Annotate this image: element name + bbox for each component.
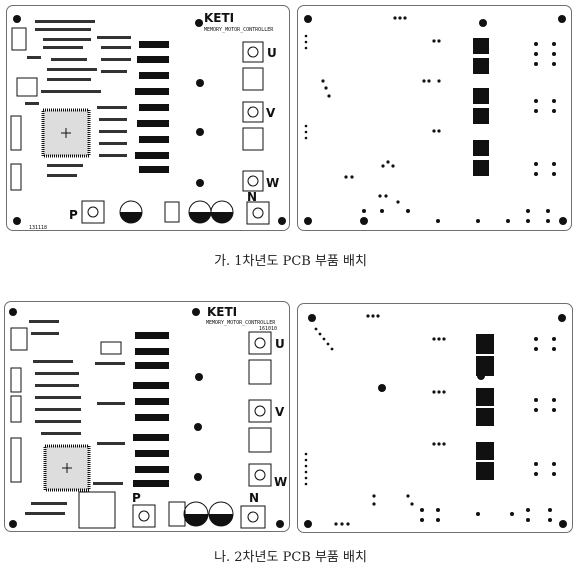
terminal-n-hole [252, 207, 264, 219]
connector-footprint [10, 395, 22, 423]
pcb2-bottom-layer [297, 303, 573, 533]
mounting-hole [196, 79, 204, 87]
revision-code: 131118 [29, 225, 47, 231]
phase-v-label: V [266, 106, 276, 120]
mounting-hole [278, 217, 286, 225]
passive-components [25, 20, 131, 177]
keti-logo: KETI [204, 11, 234, 25]
mounting-hole [196, 179, 204, 187]
connector-footprint [10, 115, 22, 151]
figure2-caption: 나. 2차년도 PCB 부품 배치 [214, 550, 367, 565]
fuse-footprint [164, 201, 180, 223]
pcb1-top-layer: KETI MEMORY_MOTOR_CONTROLLER U V W P N 1… [6, 5, 290, 231]
terminal-p-label: P [132, 491, 141, 505]
connector-footprint [11, 27, 27, 51]
mounting-hole [196, 128, 204, 136]
pcb1-bottom-layer [297, 5, 572, 231]
power-transistor-pads [476, 334, 494, 480]
dc-link-capacitors [119, 200, 234, 224]
revision-code: 161010 [259, 326, 277, 332]
mounting-hole [9, 308, 284, 528]
component-footprint [16, 77, 38, 97]
phase-terminals [248, 331, 272, 487]
terminal-p-hole [87, 206, 99, 218]
power-transistor-pads [473, 38, 489, 176]
phase-w-label: W [274, 475, 287, 489]
passive-components [25, 320, 125, 529]
connector-footprint [10, 367, 22, 393]
through-hole-pads [304, 16, 556, 223]
dc-link-capacitors [183, 501, 234, 527]
pcb2-top-artwork: KETI MEMORY_MOTOR_CONTROLLER 161010 U V … [9, 305, 287, 529]
phase-terminals [242, 41, 264, 192]
terminal-n-hole [247, 511, 259, 523]
terminal-n-footprint [246, 201, 270, 225]
terminal-n-label: N [249, 491, 259, 505]
fuse-footprint [168, 501, 186, 527]
terminal-n-footprint [240, 505, 266, 529]
mounting-hole [304, 314, 567, 528]
terminal-n-label: N [247, 190, 257, 204]
mounting-hole [13, 15, 21, 23]
figure1-caption: 가. 1차년도 PCB 부품 배치 [214, 254, 367, 269]
pcb2-top-layer: KETI MEMORY_MOTOR_CONTROLLER 161010 U V … [4, 301, 290, 532]
board-title: MEMORY_MOTOR_CONTROLLER [206, 320, 276, 326]
phase-v-label: V [275, 405, 285, 419]
phase-w-label: W [266, 176, 279, 190]
connector-footprint [10, 327, 28, 351]
pcb2-bottom-artwork [304, 314, 567, 528]
terminal-p-hole [138, 510, 150, 522]
phase-u-label: U [267, 46, 277, 60]
terminal-p-label: P [69, 208, 78, 222]
gate-driver-blocks [133, 332, 169, 487]
connector-footprint [10, 163, 22, 191]
through-hole-pads [304, 314, 556, 526]
gate-driver-blocks [135, 41, 169, 173]
mounting-hole [304, 15, 567, 225]
terminal-p-footprint [132, 504, 156, 528]
mcu-footprint [41, 108, 91, 158]
pcb1-bottom-artwork [304, 15, 567, 225]
connector-footprint [10, 437, 22, 483]
pcb1-top-artwork: KETI MEMORY_MOTOR_CONTROLLER U V W P N 1… [10, 11, 286, 231]
mounting-hole [13, 217, 21, 225]
phase-u-label: U [275, 337, 285, 351]
mounting-hole [195, 19, 203, 27]
terminal-p-footprint [81, 200, 105, 224]
keti-logo: KETI [207, 305, 237, 319]
board-title: MEMORY_MOTOR_CONTROLLER [204, 27, 274, 33]
